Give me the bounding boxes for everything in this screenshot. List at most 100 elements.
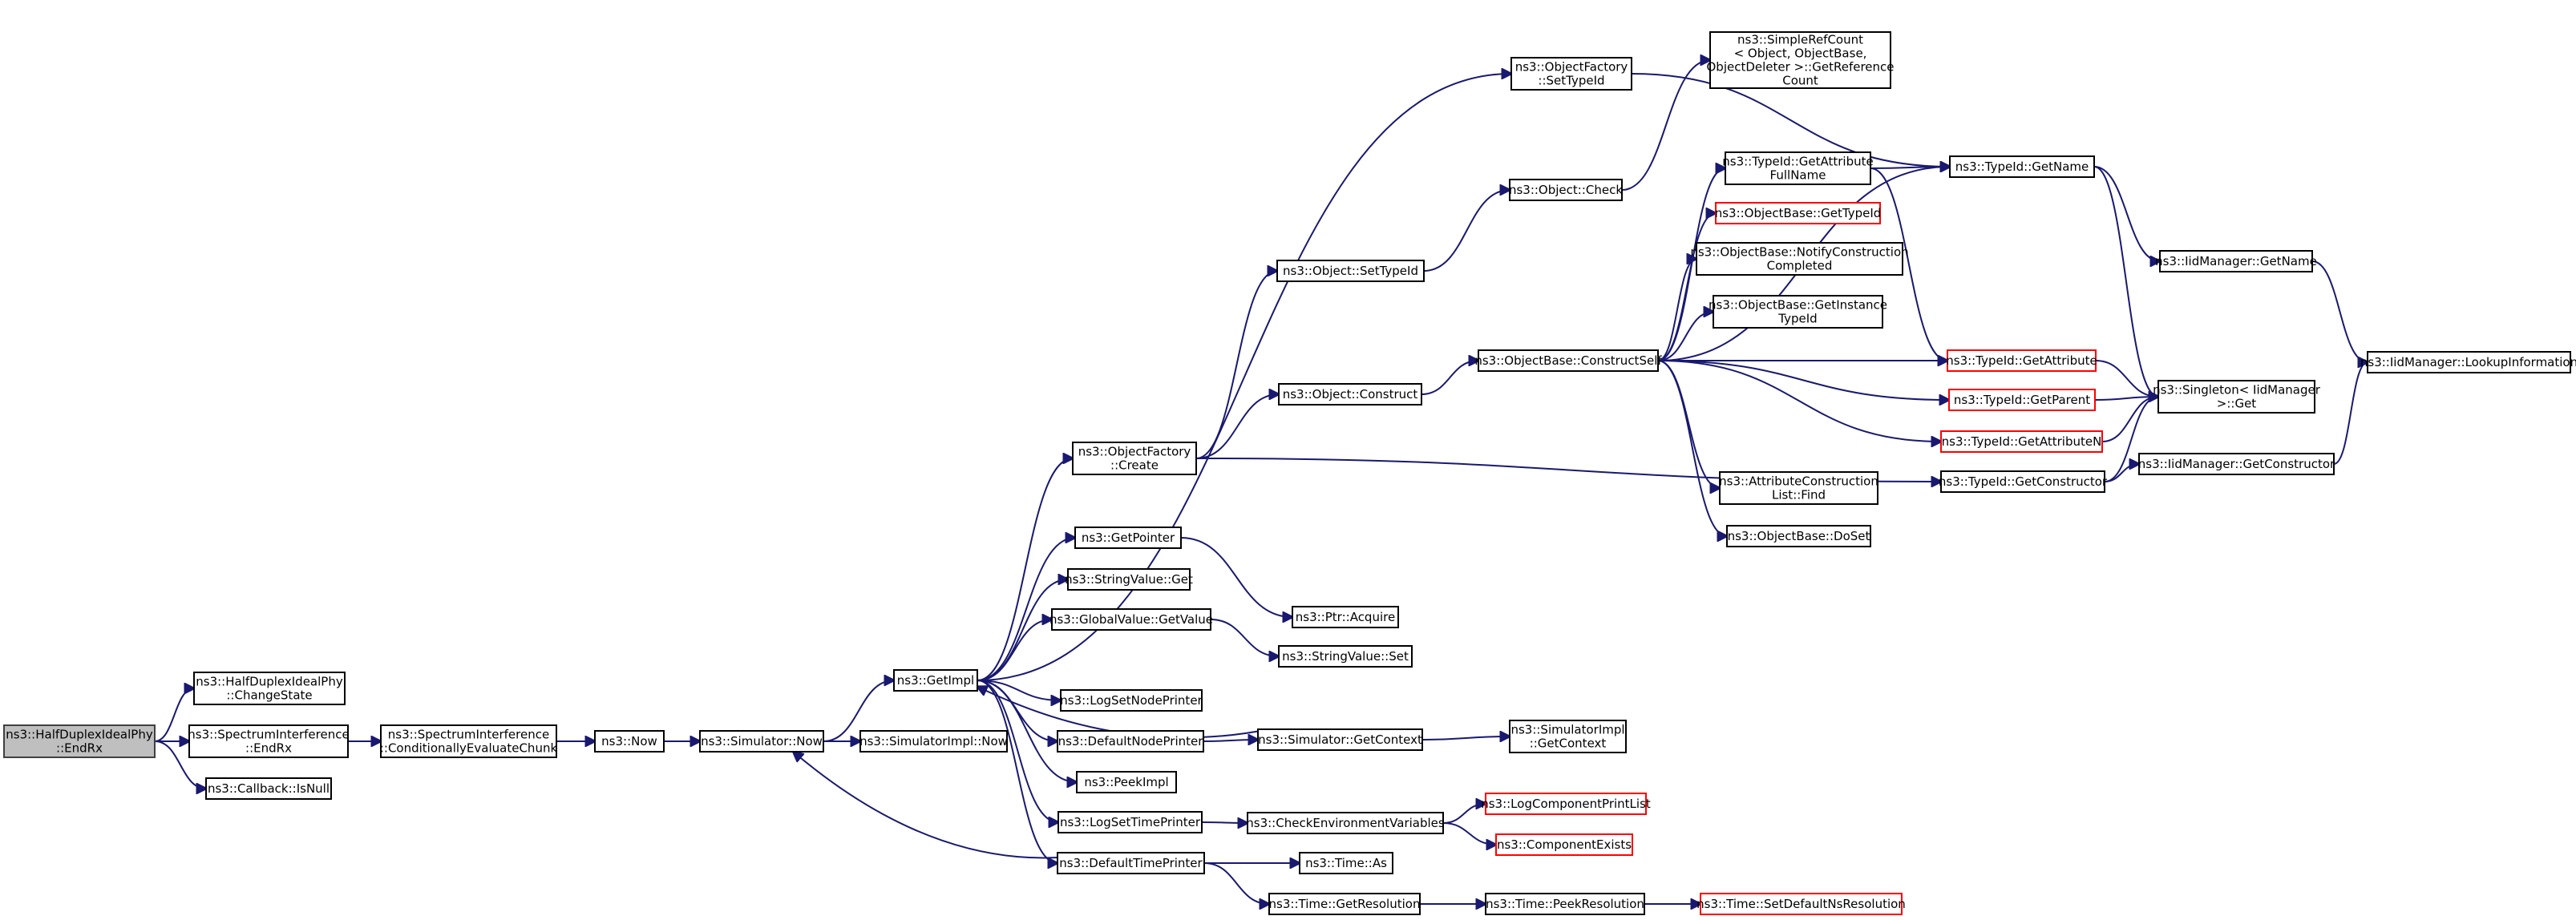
node-box	[1478, 349, 1659, 372]
node-box	[1247, 812, 1444, 834]
node-logcompprint[interactable]: ns3::LogComponentPrintList	[1481, 793, 1651, 815]
node-deftimeprinter[interactable]: ns3::DefaultTimePrinter	[1057, 852, 1205, 874]
node-simimplnow[interactable]: ns3::SimulatorImpl::Now	[859, 730, 1008, 753]
edge-obconstructself-to-obgettypeid	[1657, 213, 1716, 361]
edge-getimpl-to-getpointer	[977, 538, 1075, 681]
node-now[interactable]: ns3::Now	[594, 730, 665, 753]
node-endrx[interactable]: ns3::HalfDuplexIdealPhy::EndRx	[3, 724, 156, 758]
edge-simnow-to-getimpl	[823, 680, 894, 742]
node-label: ns3::TypeId::GetAttribute	[1946, 353, 2097, 368]
node-label: ns3::GetPointer	[1082, 531, 1175, 545]
node-getimpl[interactable]: ns3::GetImpl	[893, 669, 978, 692]
node-label: < Object, ObjectBase,	[1734, 46, 1867, 61]
node-iidlookup[interactable]: ns3::IidManager::LookupInformation	[2360, 351, 2576, 373]
node-label: ns3::TypeId::GetConstructor	[1939, 474, 2108, 489]
node-box	[1276, 260, 1425, 282]
node-ptracquire[interactable]: ns3::Ptr::Acquire	[1292, 606, 1399, 628]
node-box	[205, 777, 332, 800]
node-box	[1268, 893, 1421, 915]
node-obgettypeid[interactable]: ns3::ObjectBase::GetTypeId	[1715, 202, 1882, 224]
node-label: ns3::ObjectBase::NotifyConstruction	[1690, 245, 1908, 260]
node-simgetcontext[interactable]: ns3::Simulator::GetContext	[1257, 728, 1423, 751]
node-isnull[interactable]: ns3::Callback::IsNull	[205, 777, 332, 800]
node-box	[1719, 471, 1878, 505]
node-si_endrx[interactable]: ns3::SpectrumInterference::EndRx	[188, 724, 350, 758]
node-label: ns3::IidManager::GetName	[2155, 254, 2317, 268]
node-strvalset[interactable]: ns3::StringValue::Set	[1278, 645, 1413, 668]
edge-getimpl-to-logsetnode	[977, 680, 1061, 700]
node-label: ns3::DefaultTimePrinter	[1059, 856, 1203, 870]
node-tidgetname[interactable]: ns3::TypeId::GetName	[1949, 155, 2095, 178]
node-iidgetname[interactable]: ns3::IidManager::GetName	[2155, 250, 2317, 272]
node-iidgetctor[interactable]: ns3::IidManager::GetConstructor	[2138, 453, 2335, 475]
node-simplrefcount[interactable]: ns3::SimpleRefCount< Object, ObjectBase,…	[1706, 31, 1895, 89]
edge-tidgetattr-to-singletonget	[2095, 360, 2158, 397]
node-objfactsettypeid[interactable]: ns3::ObjectFactory::SetTypeId	[1510, 57, 1632, 91]
node-box	[594, 730, 665, 753]
node-box	[1067, 568, 1191, 591]
node-box	[893, 669, 978, 692]
node-obnotify[interactable]: ns3::ObjectBase::NotifyConstructionCompl…	[1690, 242, 1909, 276]
node-getpointer[interactable]: ns3::GetPointer	[1074, 527, 1182, 549]
node-label: ns3::Object::SetTypeId	[1283, 264, 1418, 278]
node-simnow[interactable]: ns3::Simulator::Now	[699, 730, 824, 753]
node-strvalget[interactable]: ns3::StringValue::Get	[1065, 568, 1193, 591]
node-label: ns3::Simulator::GetContext	[1258, 732, 1422, 747]
node-box	[1072, 442, 1197, 475]
node-objfactcreate[interactable]: ns3::ObjectFactory::Create	[1072, 442, 1197, 475]
edge-obconstructself-to-obgetinst	[1657, 312, 1713, 361]
edge-obconstructself-to-attrconsfind	[1657, 360, 1720, 488]
node-logsettime[interactable]: ns3::LogSetTimePrinter	[1057, 811, 1203, 833]
node-logsetnode[interactable]: ns3::LogSetNodePrinter	[1060, 689, 1203, 712]
edge-logsettime-to-checkenv	[1201, 822, 1248, 823]
node-obdoset[interactable]: ns3::ObjectBase::DoSet	[1726, 525, 1871, 547]
node-tidgetattrn[interactable]: ns3::TypeId::GetAttributeN	[1940, 430, 2103, 453]
node-timeas[interactable]: ns3::Time::As	[1299, 852, 1393, 874]
node-box	[1949, 155, 2095, 178]
node-timepeekres[interactable]: ns3::Time::PeekResolution	[1485, 893, 1645, 915]
call-edges	[154, 60, 2368, 904]
node-box	[2159, 250, 2313, 272]
node-box	[3, 724, 156, 758]
node-label: ns3::DefaultNodePrinter	[1058, 734, 1204, 749]
node-label: ns3::StringValue::Get	[1065, 572, 1193, 587]
node-label: ns3::IidManager::LookupInformation	[2360, 355, 2576, 369]
node-changestate[interactable]: ns3::HalfDuplexIdealPhy::ChangeState	[193, 672, 346, 705]
node-tidgetctor[interactable]: ns3::TypeId::GetConstructor	[1939, 470, 2108, 493]
node-label: ns3::ObjectFactory	[1515, 60, 1628, 75]
edge-deftimeprinter-to-simnow	[793, 752, 1100, 859]
node-defnodeprinter[interactable]: ns3::DefaultNodePrinter	[1057, 730, 1204, 753]
node-timegetres[interactable]: ns3::Time::GetResolution	[1268, 893, 1421, 915]
node-timesetdefres[interactable]: ns3::Time::SetDefaultNsResolution	[1696, 893, 1906, 915]
node-label: ns3::LogSetNodePrinter	[1060, 693, 1203, 708]
node-label: ObjectDeleter >::GetReference	[1706, 60, 1894, 75]
node-singletonget[interactable]: ns3::Singleton< IidManager >::Get	[2153, 380, 2321, 414]
node-gvgetvalue[interactable]: ns3::GlobalValue::GetValue	[1049, 608, 1213, 631]
edge-objfactcreate-to-objsettypeid	[1195, 271, 1277, 459]
node-objcheck[interactable]: ns3::Object::Check	[1509, 179, 1623, 201]
node-simimplgetctx[interactable]: ns3::SimulatorImpl::GetContext	[1509, 720, 1627, 753]
node-box	[1709, 31, 1891, 89]
node-checkenv[interactable]: ns3::CheckEnvironmentVariables	[1246, 812, 1445, 834]
node-label: ns3::GlobalValue::GetValue	[1049, 612, 1213, 627]
node-condeval[interactable]: ns3::SpectrumInterference::Conditionally…	[380, 724, 558, 758]
node-tidgetparent[interactable]: ns3::TypeId::GetParent	[1948, 389, 2096, 411]
node-objconstruct[interactable]: ns3::Object::Construct	[1278, 383, 1422, 406]
node-label: ns3::IidManager::GetConstructor	[2138, 457, 2335, 471]
edge-tidgetname-to-iidgetname	[2093, 166, 2160, 261]
node-compexists[interactable]: ns3::ComponentExists	[1495, 833, 1633, 856]
node-label: ns3::LogComponentPrintList	[1481, 797, 1651, 811]
node-tidgetattr[interactable]: ns3::TypeId::GetAttribute	[1946, 349, 2097, 372]
node-objsettypeid[interactable]: ns3::Object::SetTypeId	[1276, 260, 1425, 282]
edge-iidgetctor-to-iidlookup	[2333, 362, 2368, 465]
node-peekimpl[interactable]: ns3::PeekImpl	[1076, 771, 1177, 793]
edge-tidgetattrfull-to-tidgetname	[1870, 167, 1950, 168]
node-box	[1257, 728, 1423, 751]
node-obconstructself[interactable]: ns3::ObjectBase::ConstructSelf	[1474, 349, 1662, 372]
node-label: ::ChangeState	[226, 688, 312, 703]
node-label: ns3::Simulator::Now	[701, 734, 823, 749]
edge-tidgetattrn-to-singletonget	[2101, 397, 2158, 442]
